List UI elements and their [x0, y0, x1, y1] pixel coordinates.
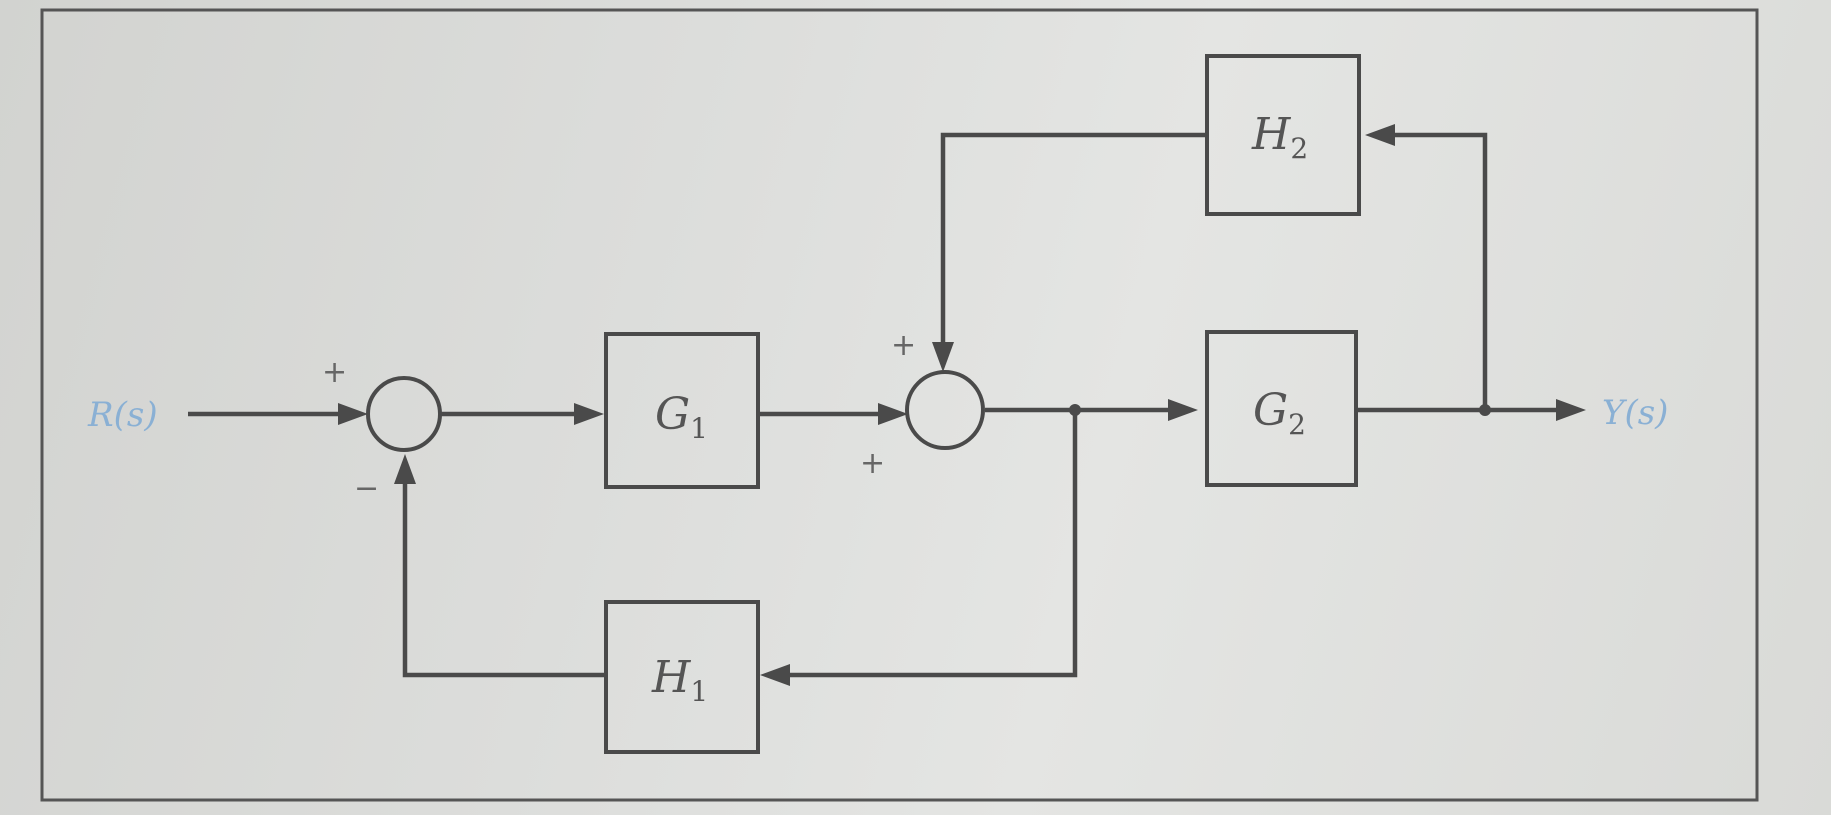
arrowhead-into-sum1 — [338, 403, 368, 425]
wire-h2-to-sum2 — [940, 132, 1207, 355]
sum2-feedback-sign: + — [891, 328, 916, 363]
block-g1: G1 — [604, 332, 760, 489]
arrowhead-into-h2 — [1365, 124, 1395, 146]
block-h2-label: H2 — [1251, 109, 1308, 165]
arrowhead-into-sum2 — [878, 403, 908, 425]
arrowhead-h2-to-sum2 — [932, 342, 954, 372]
block-h1: H1 — [604, 600, 760, 754]
wire-h1-to-sum1 — [402, 475, 606, 678]
sum2-input-sign: + — [860, 446, 885, 481]
block-g2: G2 — [1205, 330, 1358, 487]
diagram-frame — [40, 8, 1759, 802]
block-h2-box — [1205, 54, 1361, 216]
summing-junction-1 — [366, 376, 442, 452]
pickoff-point-output — [1479, 404, 1491, 416]
arrowhead-into-g1 — [574, 403, 604, 425]
arrowhead-into-g2 — [1168, 399, 1198, 421]
block-g2-label: G2 — [1253, 385, 1306, 441]
summing-junction-2 — [905, 370, 985, 450]
block-g1-box — [604, 332, 760, 489]
block-h1-label: H1 — [651, 652, 708, 708]
wire-h1-feedback-out — [790, 410, 1078, 678]
pickoff-point-h1 — [1069, 404, 1081, 416]
block-h1-box — [604, 600, 760, 754]
sum1-input-sign: + — [322, 355, 347, 390]
arrowhead-output — [1556, 399, 1586, 421]
sum1-feedback-sign: − — [354, 471, 379, 506]
input-signal-label: R(s) — [87, 395, 158, 435]
block-g2-box — [1205, 330, 1358, 487]
block-h2: H2 — [1205, 54, 1361, 216]
block-g1-label: G1 — [655, 389, 708, 445]
arrowhead-h1-to-sum1 — [394, 454, 416, 484]
output-signal-label: Y(s) — [1602, 393, 1668, 433]
signal-wires — [188, 132, 1568, 678]
wire-h2-feedback-out — [1390, 132, 1488, 410]
arrowheads — [338, 124, 1586, 686]
arrowhead-into-h1 — [760, 664, 790, 686]
